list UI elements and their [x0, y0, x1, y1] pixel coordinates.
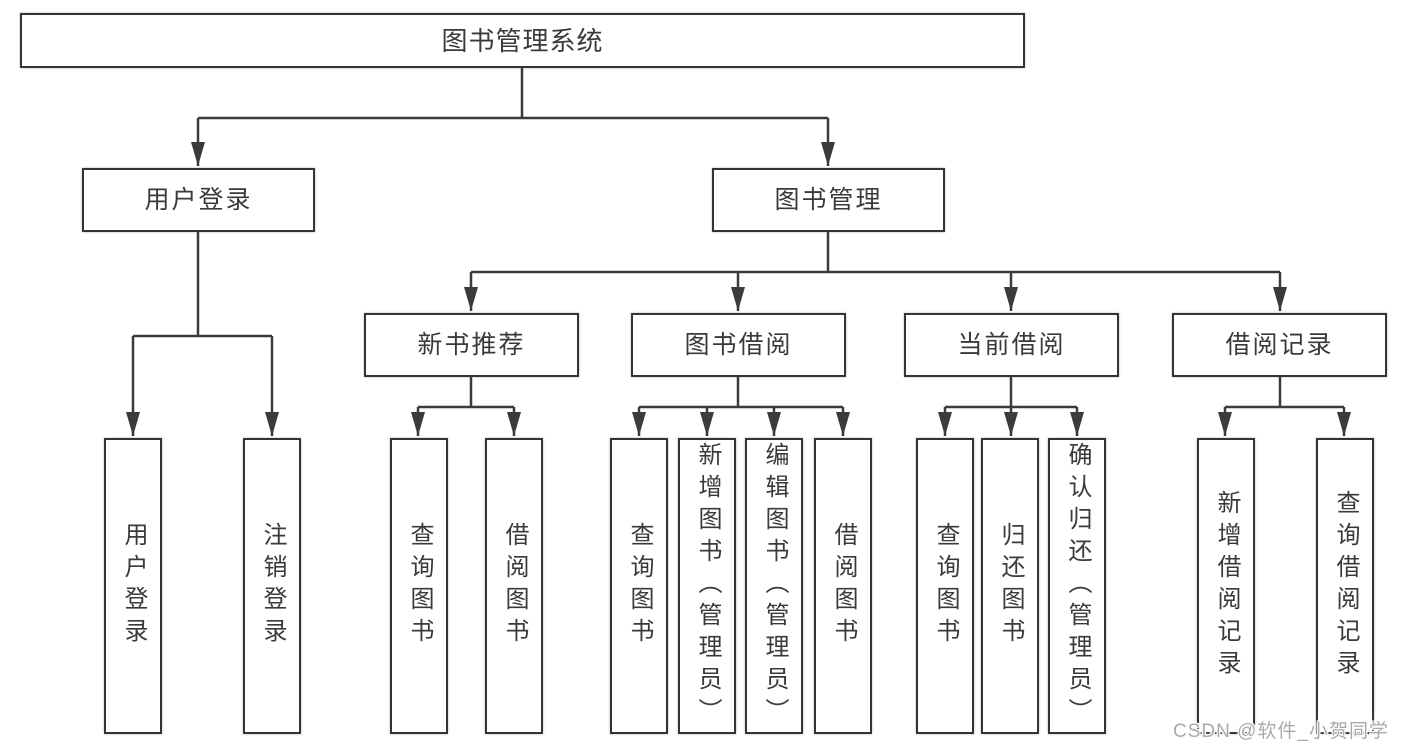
- csdn-watermark: CSDN @软件_小贺同学: [1173, 721, 1389, 742]
- node-library-management-system: 图书管理系统: [20, 13, 1025, 68]
- leaf-borrow-books-2: 借阅图书: [814, 438, 872, 734]
- leaf-query-borrow-record: 查询借阅记录: [1316, 438, 1374, 734]
- node-book-borrow: 图书借阅: [631, 313, 846, 377]
- node-new-book-recommend: 新书推荐: [364, 313, 579, 377]
- leaf-query-books-3: 查询图书: [916, 438, 974, 734]
- node-book-management: 图书管理: [712, 168, 945, 232]
- leaf-query-books-1: 查询图书: [390, 438, 448, 734]
- leaf-query-books-2: 查询图书: [610, 438, 668, 734]
- leaf-return-books: 归还图书: [981, 438, 1039, 734]
- node-user-login: 用户登录: [82, 168, 315, 232]
- leaf-confirm-return-admin: 确认归还（管理员）: [1048, 438, 1106, 734]
- node-current-borrow: 当前借阅: [904, 313, 1119, 377]
- leaf-user-login: 用户登录: [104, 438, 162, 734]
- connector-line: [133, 68, 1344, 409]
- leaf-add-borrow-record: 新增借阅记录: [1197, 438, 1255, 734]
- leaf-logout: 注销登录: [243, 438, 301, 734]
- leaf-edit-books-admin: 编辑图书（管理员）: [745, 438, 803, 734]
- node-borrow-records: 借阅记录: [1172, 313, 1387, 377]
- leaf-borrow-books-1: 借阅图书: [485, 438, 543, 734]
- leaf-add-books-admin: 新增图书（管理员）: [678, 438, 736, 734]
